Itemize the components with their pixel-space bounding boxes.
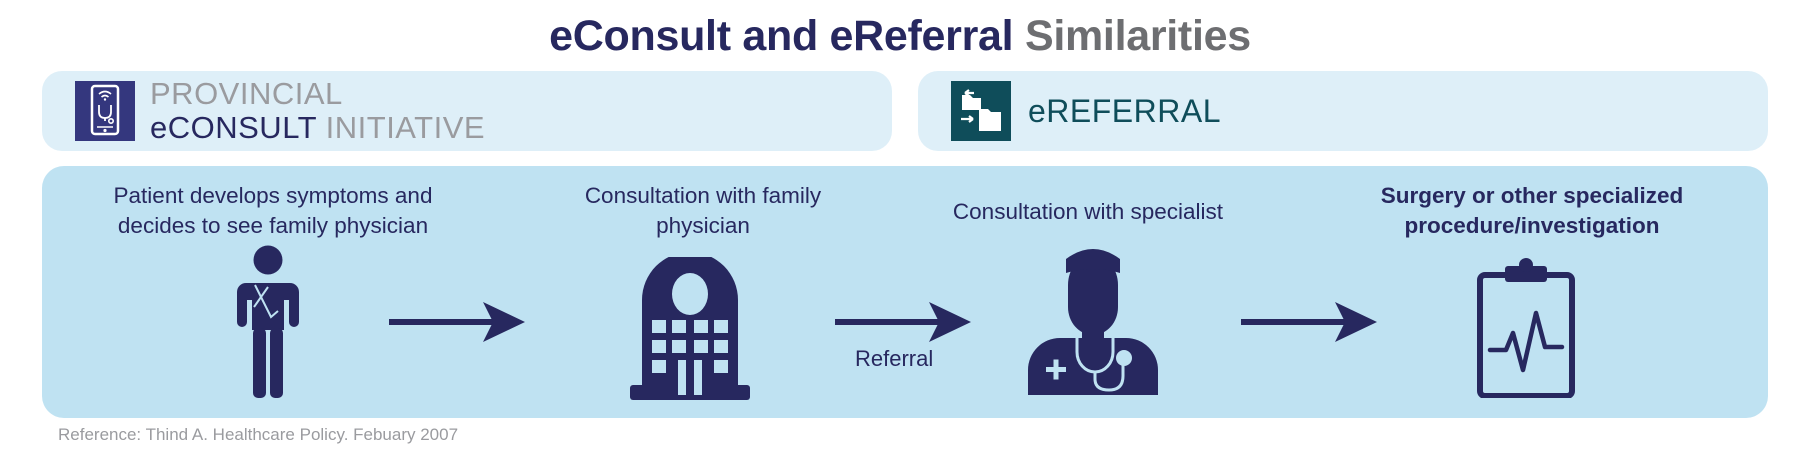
ereferral-panel: eREFERRAL (918, 71, 1768, 151)
flow-arrow-3 (1241, 300, 1377, 344)
title-secondary: Similarities (1024, 12, 1251, 60)
patient-icon (228, 245, 308, 400)
step-label-4: Surgery or other specialized procedure/i… (1380, 183, 1684, 238)
doctor-icon (1028, 245, 1158, 395)
step-label-3: Consultation with specialist (952, 199, 1224, 224)
step-label-1: Patient develops symptoms and decides to… (113, 183, 433, 238)
flow-arrow-1 (389, 300, 525, 344)
econsult-title-word: eCONSULT (150, 110, 317, 145)
tablet-stethoscope-icon (75, 81, 135, 141)
econsult-title-line1: PROVINCIAL (150, 76, 343, 111)
econsult-panel: PROVINCIAL eCONSULT INITIATIVE (42, 71, 892, 151)
clinic-building-icon (622, 257, 758, 400)
econsult-title-line2: eCONSULT INITIATIVE (150, 111, 485, 145)
title-primary: eConsult and eReferral (549, 12, 1014, 60)
folder-transfer-icon (951, 81, 1011, 141)
ereferral-title: eREFERRAL (1028, 93, 1221, 129)
clipboard-chart-icon (1476, 258, 1576, 398)
referral-label: Referral (855, 346, 934, 371)
reference-note: Reference: Thind A. Healthcare Policy. F… (58, 425, 459, 444)
flow-arrow-2 (835, 300, 971, 344)
page-title: eConsult and eReferral Similarities (0, 10, 1800, 62)
step-label-2: Consultation with family physician (584, 183, 822, 238)
initiative-title-word: INITIATIVE (325, 110, 486, 145)
